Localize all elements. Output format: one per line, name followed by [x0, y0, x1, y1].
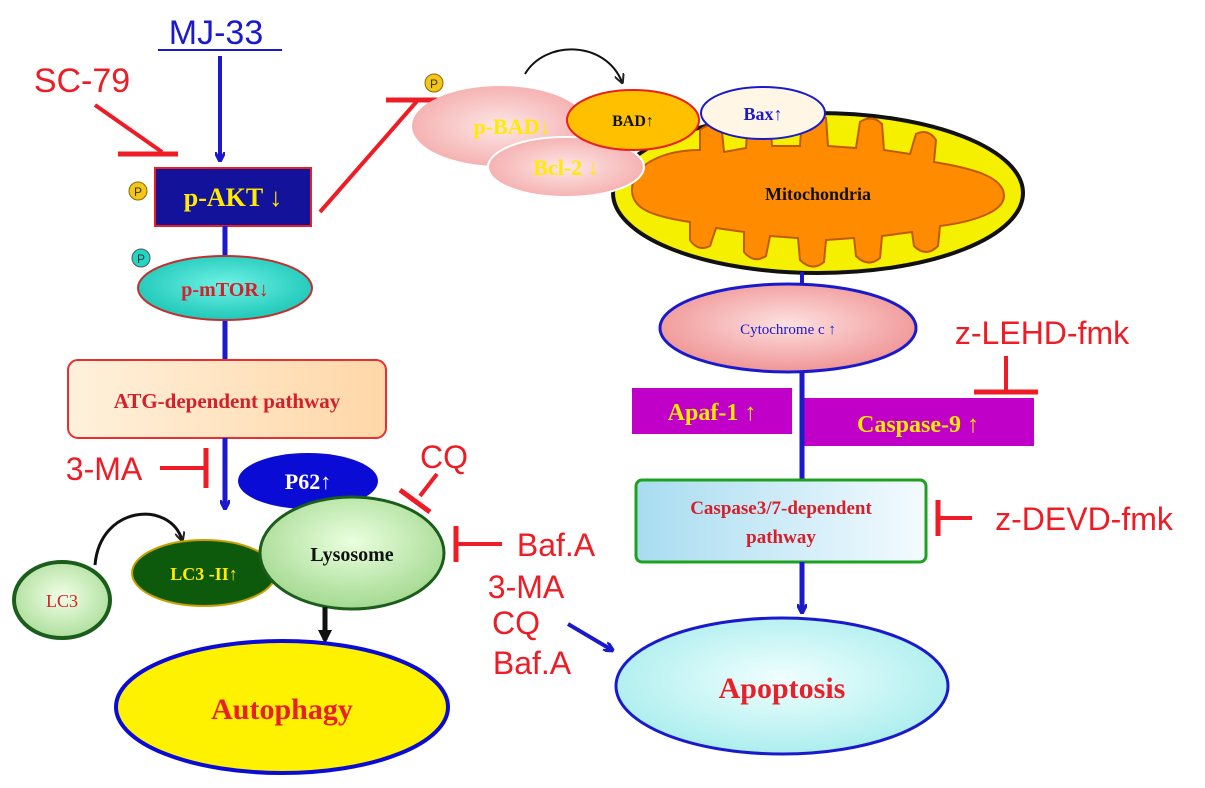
cytc-ellipse — [658, 282, 918, 374]
mj33-label: MJ-33 — [169, 14, 263, 52]
pbad-label: p-BAD↓ — [473, 114, 550, 139]
bad-ellipse — [566, 89, 700, 151]
atg-pathway-label: ATG-dependent pathway — [114, 389, 341, 413]
sc79-inhibition-line — [93, 103, 164, 154]
combo-three-ma-label: 3-MA — [488, 569, 565, 605]
combo-cq-label: CQ — [492, 605, 540, 641]
casp37-pathway-box — [634, 478, 928, 564]
lc3-conversion-arrow-icon — [93, 512, 182, 566]
apoptosis-label: Apoptosis — [719, 672, 846, 705]
cq-inhibition-line — [418, 472, 439, 498]
pakt-box — [154, 167, 312, 227]
pakt-phospho-badge — [128, 181, 148, 201]
pbad-phospho-badge — [424, 73, 444, 93]
three-ma-label: 3-MA — [66, 451, 143, 487]
pakt-to-pbad-inhibition-line — [318, 98, 420, 214]
lysosome-ellipse — [258, 495, 446, 611]
bax-label: Bax↑ — [743, 104, 782, 124]
zlehd-label: z-LEHD-fmk — [955, 315, 1130, 351]
casp37-pathway-label-line2: pathway — [746, 527, 816, 548]
pmtor-phospho-badge — [131, 248, 151, 268]
lc3-ellipse — [12, 560, 112, 640]
pbad-phospho-badge-label: P — [430, 77, 438, 91]
casp37-pathway-label-line1: Caspase3/7-dependent — [690, 498, 872, 519]
bcl2-label: Bcl-2 ↓ — [533, 155, 598, 180]
p62-label: P62↑ — [285, 469, 331, 494]
casp9-label: Caspase-9 ↑ — [857, 412, 979, 438]
mitochondria-label: Mitochondria — [765, 184, 871, 204]
pakt-phospho-badge-label: P — [134, 185, 142, 199]
pmtor-ellipse — [137, 255, 313, 321]
apaf1-label: Apaf-1 ↑ — [668, 400, 757, 426]
sc79-label: SC-79 — [34, 62, 130, 100]
autophagy-ellipse — [114, 639, 450, 775]
p62-ellipse — [238, 453, 378, 509]
pbad-to-bad-arrow-icon — [524, 48, 622, 82]
lc3ii-label: LC3 -II↑ — [170, 564, 238, 584]
lysosome-label: Lysosome — [310, 544, 393, 566]
bcl2-ellipse — [487, 136, 645, 198]
apoptosis-ellipse — [614, 616, 950, 756]
apaf1-box — [632, 388, 792, 434]
bad-label: BAD↑ — [612, 113, 654, 130]
cq-t-bar-icon — [398, 487, 432, 515]
pakt-label: p-AKT ↓ — [184, 183, 283, 212]
combo-to-apoptosis-arrow-icon — [566, 622, 612, 650]
combo-bafa-label: Baf.A — [493, 645, 572, 681]
mitochondria-organelle: Mitochondria — [611, 110, 1025, 275]
cq-label: CQ — [420, 439, 468, 475]
autophagy-label: Autophagy — [211, 693, 353, 726]
bafa-label: Baf.A — [517, 527, 596, 563]
pmtor-label: p-mTOR↓ — [181, 279, 268, 301]
pmtor-phospho-badge-label: P — [137, 252, 145, 266]
lc3-label: LC3 — [46, 591, 78, 611]
zdevd-label: z-DEVD-fmk — [995, 501, 1174, 537]
cytc-label: Cytochrome c ↑ — [740, 322, 836, 338]
bax-ellipse — [700, 86, 826, 140]
casp9-box — [802, 398, 1034, 446]
